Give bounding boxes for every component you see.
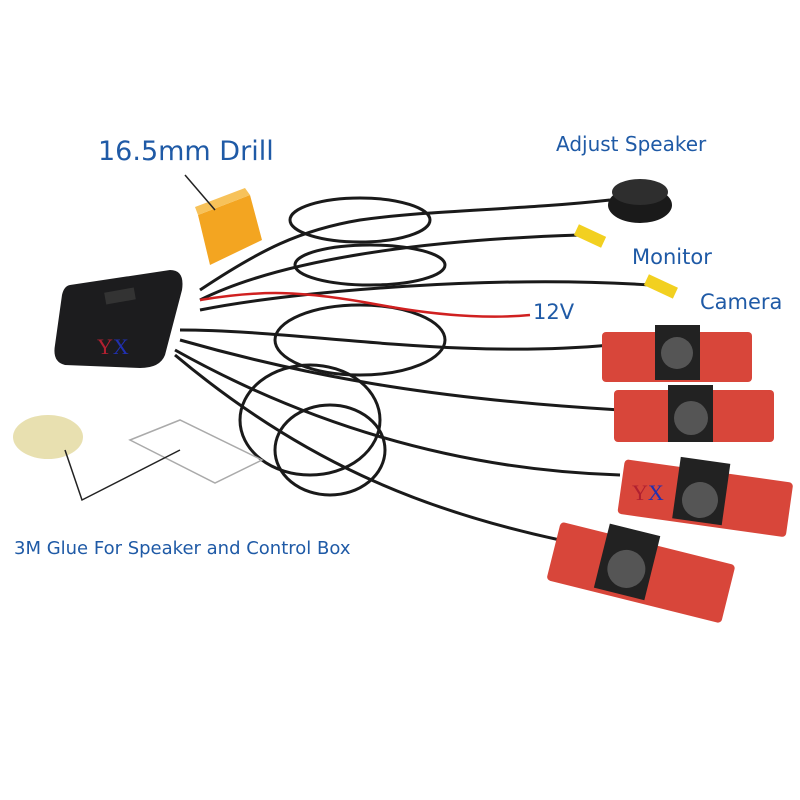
adjust-speaker xyxy=(608,179,672,223)
drill-pointer-line xyxy=(184,174,216,211)
drill-label: 16.5mm Drill xyxy=(98,136,274,167)
adjust-speaker-label: Adjust Speaker xyxy=(556,132,707,156)
control-box xyxy=(54,270,183,368)
cables xyxy=(174,196,651,542)
glue-pointer-line xyxy=(64,449,181,502)
monitor-rca-connector xyxy=(573,224,607,248)
watermark-x: X xyxy=(647,480,664,505)
watermark: YX xyxy=(97,334,129,360)
drill-box xyxy=(195,188,262,265)
power-label: 12V xyxy=(533,300,575,324)
watermark-y: Y xyxy=(632,480,648,505)
glue-pad xyxy=(13,415,83,459)
glue-sheet xyxy=(128,419,264,484)
watermark-x: X xyxy=(112,334,129,359)
camera-label: Camera xyxy=(700,290,783,314)
glue-label: 3M Glue For Speaker and Control Box xyxy=(14,538,351,559)
power-cable xyxy=(199,291,531,318)
camera-rca-connector xyxy=(643,274,678,299)
watermark-sensor: YX xyxy=(632,480,664,506)
monitor-label: Monitor xyxy=(632,245,712,269)
parking-sensors xyxy=(547,325,793,623)
watermark-y: Y xyxy=(97,334,113,359)
